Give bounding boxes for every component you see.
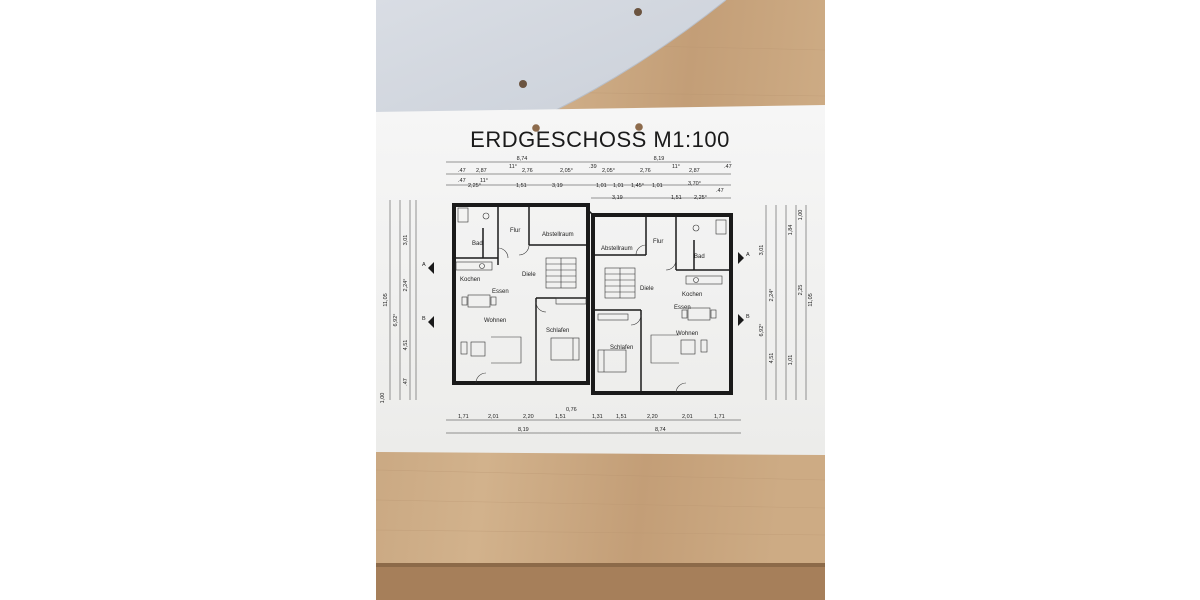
top-dim: .47 [458, 178, 466, 184]
furniture [455, 207, 727, 373]
bottom-dim: 1,51 [555, 414, 566, 420]
right-dim-overall: 11,05 [808, 293, 814, 306]
top-dim: 2,87 [476, 168, 487, 174]
room-wohnen-right: Wohnen [676, 331, 698, 337]
stairs-right [604, 267, 636, 299]
background-sheet [376, 0, 726, 140]
table-edge [376, 565, 825, 600]
section-mark-a-right: A [746, 252, 750, 258]
room-essen-right: Essen [674, 305, 691, 311]
top-dim: 11° [672, 164, 680, 170]
top-dim-overall-right: 8,19 [654, 156, 665, 162]
top-dim: 2,87 [689, 168, 700, 174]
right-dim: 2,24° [769, 289, 775, 302]
right-dimension-lines [765, 205, 807, 400]
top-dim: .39 [589, 164, 597, 170]
section-markers [428, 252, 744, 328]
punch-hole [634, 8, 642, 16]
top-dim-overall-left: 8,74 [517, 156, 528, 162]
room-schlafen-left: Schlafen [546, 328, 569, 334]
room-flur-right: Flur [653, 239, 663, 245]
top-dim: 11° [480, 178, 488, 184]
bottom-dim: 1,71 [458, 414, 469, 420]
room-kochen-left: Kochen [460, 277, 480, 283]
top-dim: 1,01 [652, 183, 663, 189]
left-dim: 3,01 [403, 235, 409, 246]
floor-plan-photo: ERDGESCHOSS M1:100 8,74 8,19 .47 2,87 11… [376, 0, 825, 600]
bottom-dim-overall-left: 8,19 [518, 427, 529, 433]
top-dim: 2,25° [694, 195, 707, 201]
bottom-dim: 2,20 [523, 414, 534, 420]
stairs-left [545, 257, 577, 289]
plan-sheet [376, 105, 825, 455]
section-mark-a-left: A [422, 262, 426, 268]
punch-hole [519, 80, 527, 88]
punch-hole [635, 123, 643, 131]
room-flur-left: Flur [510, 228, 520, 234]
left-dim: 2,24° [403, 279, 409, 292]
bottom-dim-overall-right: 8,74 [655, 427, 666, 433]
bottom-dim: 0,76 [566, 407, 577, 413]
bottom-dim: 1,71 [714, 414, 725, 420]
right-dim: 3,01 [759, 245, 765, 256]
section-mark-b-left: B [422, 316, 426, 322]
top-dim: .47 [716, 188, 724, 194]
room-bad-left: Bad [472, 241, 483, 247]
room-essen-left: Essen [492, 289, 509, 295]
building-outline [452, 203, 733, 395]
room-schlafen-right: Schlafen [610, 345, 633, 351]
room-abstellraum-right: Abstellraum [601, 246, 633, 252]
left-dim: 1,00 [380, 393, 386, 404]
top-dim: 1,01 [613, 183, 624, 189]
top-dim: 3,19 [612, 195, 623, 201]
top-dim: .47 [724, 164, 732, 170]
top-dim: 2,76 [522, 168, 533, 174]
right-dim: 1,01 [788, 355, 794, 366]
bottom-dimension-lines [446, 419, 741, 434]
top-dim: 1,51 [671, 195, 682, 201]
left-dimension-lines [389, 200, 417, 400]
bottom-dim: 1,51 [616, 414, 627, 420]
room-wohnen-left: Wohnen [484, 318, 506, 324]
right-dim: 2,25 [798, 285, 804, 296]
top-dim: .47 [458, 168, 466, 174]
door-swings [475, 244, 687, 394]
top-dimension-lines [446, 161, 731, 199]
top-dim: 3,70° [688, 181, 701, 187]
left-dim-overall: 11,05 [383, 293, 389, 306]
room-diele-left: Diele [522, 272, 536, 278]
bottom-dim: 2,20 [647, 414, 658, 420]
top-dim: 2,25° [468, 183, 481, 189]
room-diele-right: Diele [640, 286, 654, 292]
top-dim: 2,05° [602, 168, 615, 174]
punch-hole [532, 124, 540, 132]
right-dim: 1,84 [788, 225, 794, 236]
top-dim: 2,76 [640, 168, 651, 174]
right-dim: 4,51 [769, 353, 775, 364]
bottom-dim: 2,01 [488, 414, 499, 420]
top-dim: 1,45° [631, 183, 644, 189]
bottom-dim: 1,31 [592, 414, 603, 420]
top-dim: 1,01 [596, 183, 607, 189]
top-dim: 11° [509, 164, 517, 170]
left-dim: 6,92° [393, 314, 399, 327]
top-dim: 1,51 [516, 183, 527, 189]
right-dim: 6,92° [759, 324, 765, 337]
top-dim: 2,05° [560, 168, 573, 174]
right-dim: 1,00 [798, 210, 804, 221]
left-dim: 4,51 [403, 340, 409, 351]
bottom-dim: 2,01 [682, 414, 693, 420]
plan-title: ERDGESCHOSS M1:100 [470, 127, 730, 152]
section-mark-b-right: B [746, 314, 750, 320]
left-dim: .47 [403, 378, 409, 386]
room-kochen-right: Kochen [682, 292, 702, 298]
room-abstellraum-left: Abstellraum [542, 232, 574, 238]
room-bad-right: Bad [694, 254, 705, 260]
top-dim: 3,19 [552, 183, 563, 189]
